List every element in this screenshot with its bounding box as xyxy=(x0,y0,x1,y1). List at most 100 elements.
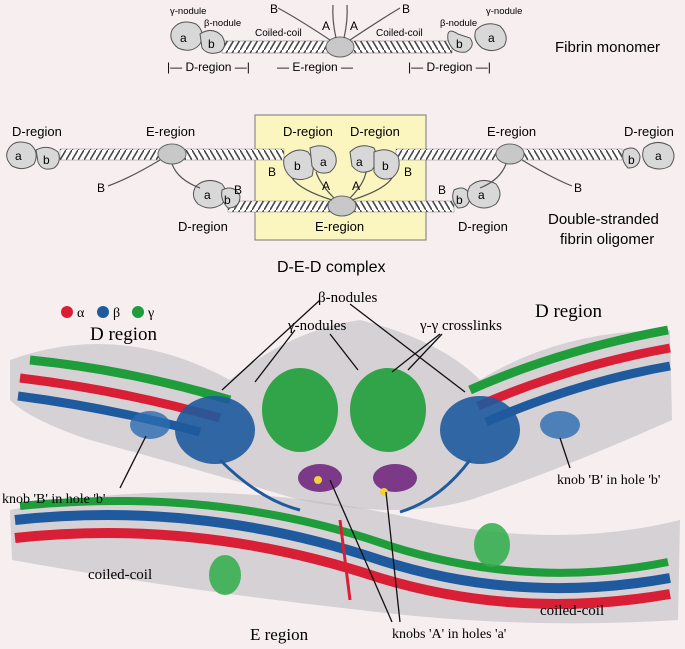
label-b-right: b xyxy=(456,37,463,51)
oligo-B-4: B xyxy=(574,181,582,195)
ligand-left xyxy=(314,476,322,484)
tether-A-right xyxy=(344,5,347,38)
e-region-span: — E-region — xyxy=(277,60,353,74)
label-B-right: B xyxy=(402,2,410,16)
gamma-nodule-label-right: γ-nodule xyxy=(486,6,522,17)
beta-nodule-right-blob xyxy=(440,396,520,464)
label-b-left: b xyxy=(208,37,215,51)
coiled-coil-left-label: coiled-coil xyxy=(88,567,152,583)
oligo-label-a-3: a xyxy=(204,188,211,202)
label-A-left: A xyxy=(322,19,330,33)
tether-A-left xyxy=(333,5,336,38)
ded-complex-label: D-E-D complex xyxy=(277,259,385,276)
oligo-label-a-5: a xyxy=(320,155,327,169)
e-nodule-center xyxy=(328,196,356,216)
legend-beta-dot xyxy=(97,306,109,318)
upper-coil-3 xyxy=(396,149,498,160)
legend-beta-label: β xyxy=(113,306,120,321)
d-region-label-5: D-region xyxy=(178,219,228,234)
beta-nodules-label: β-nodules xyxy=(318,290,377,306)
upper-coil-2 xyxy=(184,149,284,160)
beta-nodule-label-right: β-nodule xyxy=(440,18,477,29)
d-region-span-left: |— D-region —| xyxy=(167,60,250,74)
lower-coil-1 xyxy=(228,201,330,212)
e-nodule-right xyxy=(496,144,524,164)
fibrin-monomer-diagram: B B A A a b γ-nodule β-nodule b a β-nodu… xyxy=(167,2,660,74)
label-B-left: B xyxy=(270,2,278,16)
green-blob-left xyxy=(209,555,241,595)
oligo-A-1: A xyxy=(322,179,330,193)
gamma-nodule-left-blob xyxy=(262,368,338,452)
oligo-B-5: B xyxy=(268,165,276,179)
gamma-nodules-label: γ-nodules xyxy=(287,318,346,334)
molecular-structure: α β γ D region D region β-nodules γ-nodu… xyxy=(2,290,680,644)
d-region-label-3: D-region xyxy=(350,124,400,139)
oligo-label-a-2: a xyxy=(655,149,662,163)
knob-b-right-blob xyxy=(540,411,580,439)
oligo-label-a-1: a xyxy=(15,149,22,163)
label-a-right: a xyxy=(488,31,495,45)
coiled-coil-right-label: coiled-coil xyxy=(540,603,604,619)
coiled-coil-label-right: Coiled-coil xyxy=(376,28,423,39)
tether-3 xyxy=(522,160,572,186)
e-region-label-3: E-region xyxy=(315,219,364,234)
oligo-label-a-4: a xyxy=(478,188,485,202)
knob-b-left-blob xyxy=(130,411,170,439)
legend-alpha-dot xyxy=(61,306,73,318)
upper-coil-1 xyxy=(60,149,160,160)
label-A-right: A xyxy=(350,19,358,33)
d-region-label-4: D-region xyxy=(624,124,674,139)
coiled-coil-label-left: Coiled-coil xyxy=(255,28,302,39)
oligo-label-a-6: a xyxy=(356,155,363,169)
fibrin-monomer-caption: Fibrin monomer xyxy=(555,39,660,56)
beta-nodule-label-left: β-nodule xyxy=(204,18,241,29)
lower-coil-2 xyxy=(354,201,454,212)
tether-1 xyxy=(108,160,160,186)
e-nodule xyxy=(326,37,354,57)
gamma-nodule-right-blob xyxy=(350,368,426,452)
green-blob-right xyxy=(474,523,510,567)
knob-a-right-blob xyxy=(373,464,417,492)
oligo-B-3: B xyxy=(438,183,446,197)
oligo-B-2: B xyxy=(234,183,242,197)
structure-d-region-right: D region xyxy=(535,301,603,322)
oligo-B-1: B xyxy=(97,181,105,195)
d-nodule-center-right-a xyxy=(350,146,377,173)
legend-alpha-label: α xyxy=(77,306,85,321)
d-region-label-1: D-region xyxy=(12,124,62,139)
knobs-a-label: knobs 'A' in holes 'a' xyxy=(392,627,506,642)
oligo-B-6: B xyxy=(404,165,412,179)
oligo-label-b-5: b xyxy=(294,159,301,173)
upper-coil-4 xyxy=(522,149,622,160)
label-a-left: a xyxy=(180,31,187,45)
oligomer-caption-1: Double-stranded xyxy=(548,211,659,228)
e-region-structure-label: E region xyxy=(250,625,309,644)
beta-nodule-left-blob xyxy=(175,396,255,464)
legend-gamma-label: γ xyxy=(147,306,154,321)
tether-2 xyxy=(172,164,200,188)
fibrin-oligomer-diagram: a b b a a b b a b a a b B B xyxy=(7,115,674,276)
oligo-label-b-4: b xyxy=(456,193,463,207)
knob-b-right-label: knob 'B' in hole 'b' xyxy=(557,473,660,488)
e-nodule-left xyxy=(158,144,186,164)
d-region-span-right: |— D-region —| xyxy=(408,60,491,74)
e-region-label-1: E-region xyxy=(146,124,195,139)
oligo-label-b-2: b xyxy=(628,153,635,167)
oligo-label-b-3: b xyxy=(224,193,231,207)
legend-gamma-dot xyxy=(132,306,144,318)
oligo-label-b-6: b xyxy=(382,159,389,173)
knob-b-left-label: knob 'B' in hole 'b' xyxy=(2,492,105,507)
oligo-A-2: A xyxy=(352,179,360,193)
gamma-nodule-label-left: γ-nodule xyxy=(170,6,206,17)
e-region-label-2: E-region xyxy=(487,124,536,139)
oligomer-caption-2: fibrin oligomer xyxy=(560,231,654,248)
d-region-label-2: D-region xyxy=(283,124,333,139)
crosslinks-label: γ-γ crosslinks xyxy=(419,318,502,334)
oligo-label-b-1: b xyxy=(43,153,50,167)
d-region-label-6: D-region xyxy=(458,219,508,234)
coiled-coil-right xyxy=(352,41,452,53)
structure-d-region-left: D region xyxy=(90,324,158,345)
legend: α β γ xyxy=(61,306,154,321)
coiled-coil-left xyxy=(222,41,328,53)
